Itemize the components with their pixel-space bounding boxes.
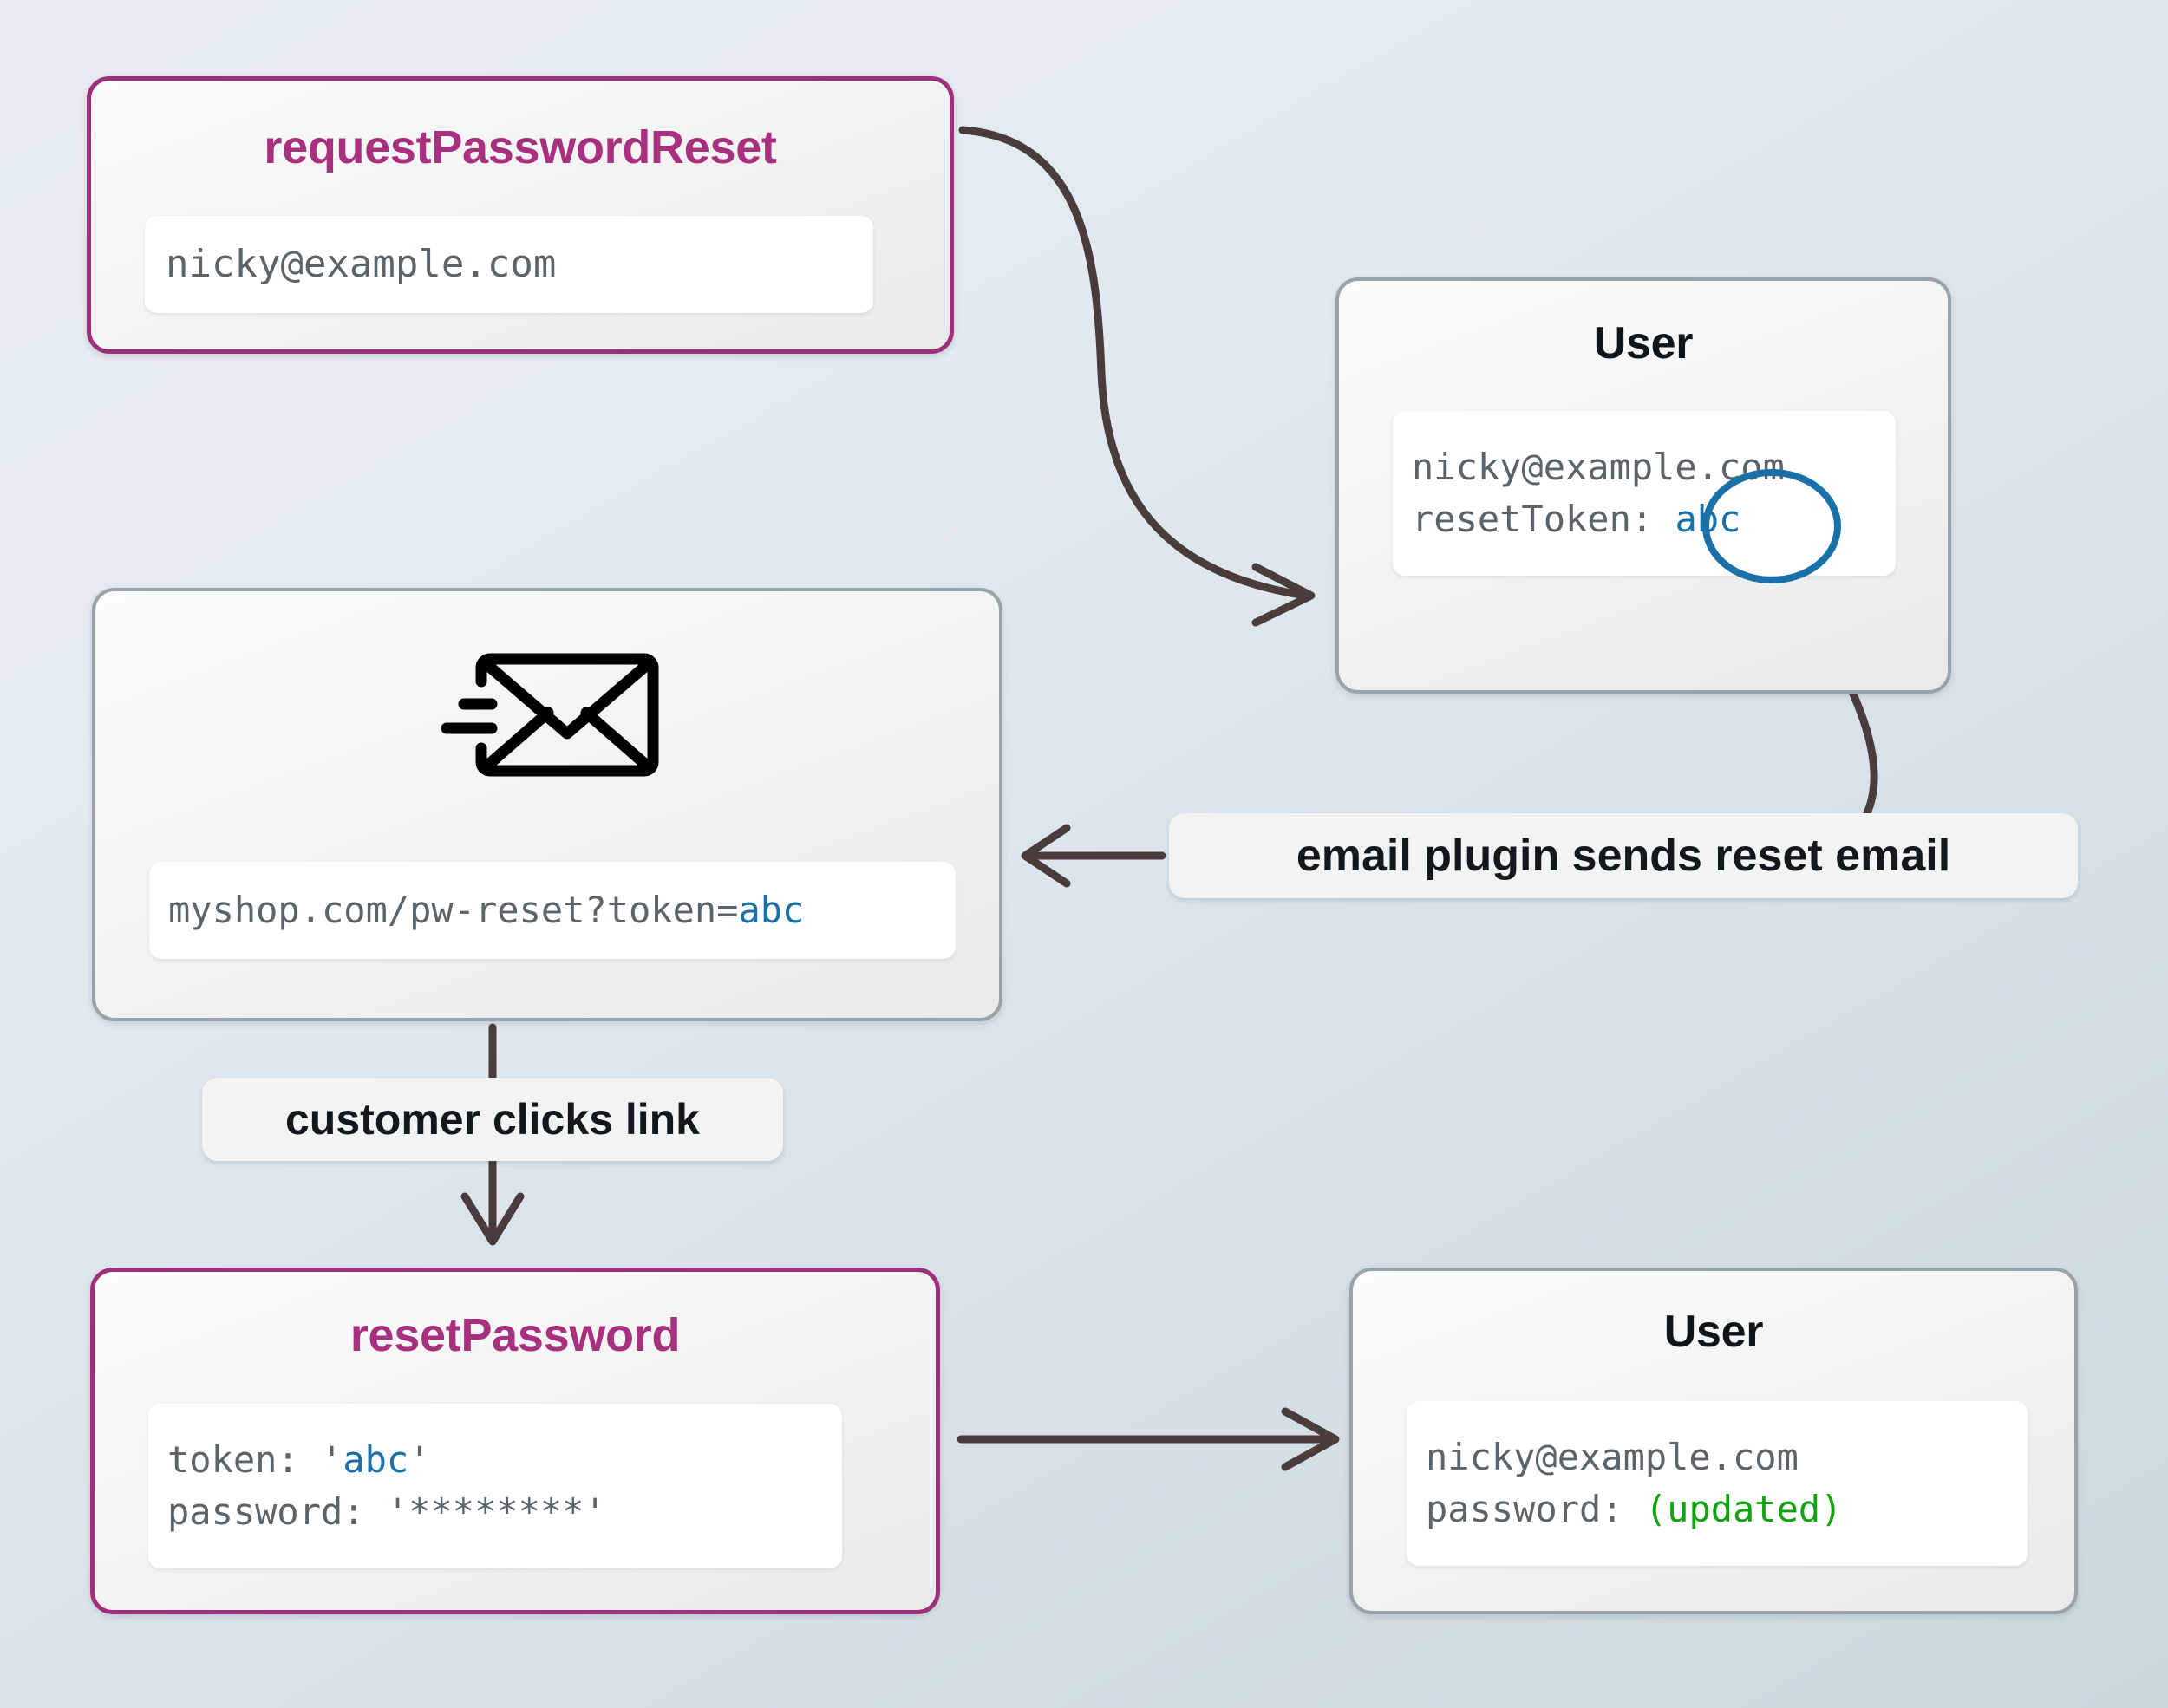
token-label: token: bbox=[167, 1438, 322, 1482]
value-line: nicky@example.com bbox=[166, 241, 557, 286]
reset-url-prefix: myshop.com/pw-reset?token= bbox=[168, 889, 739, 932]
token-value: abc bbox=[343, 1438, 409, 1482]
value-line-email: nicky@example.com bbox=[1412, 446, 1785, 489]
value-panel: nicky@example.com resetToken: abc bbox=[1393, 411, 1896, 576]
password-value: (updated) bbox=[1644, 1488, 1843, 1530]
token-value: abc bbox=[1675, 498, 1741, 540]
arrow-plugin-to-email bbox=[1021, 824, 1166, 888]
value-panel: myshop.com/pw-reset?token=abc bbox=[149, 862, 956, 959]
token-label: resetToken: bbox=[1412, 498, 1675, 540]
value-line-password: password: '********' bbox=[167, 1486, 823, 1538]
value-panel: nicky@example.com password: (updated) bbox=[1407, 1401, 2028, 1566]
node-request-password-reset[interactable]: requestPasswordReset nicky@example.com bbox=[87, 76, 954, 354]
password-value: '********' bbox=[386, 1490, 606, 1533]
arrow-request-to-user bbox=[958, 126, 1316, 627]
node-title: User bbox=[1663, 1307, 1764, 1357]
token-quote-open: ' bbox=[321, 1438, 343, 1482]
token-quote-close: ' bbox=[408, 1438, 431, 1482]
value-line-token: resetToken: abc bbox=[1412, 493, 1877, 545]
value-line-token: token: 'abc' bbox=[167, 1434, 823, 1486]
reset-url-token: abc bbox=[738, 889, 805, 932]
password-label: password: bbox=[167, 1490, 387, 1533]
node-title: User bbox=[1593, 318, 1694, 368]
value-line-password: password: (updated) bbox=[1426, 1483, 2008, 1535]
arrow-reset-to-user bbox=[957, 1407, 1340, 1471]
node-user-with-token[interactable]: User nicky@example.com resetToken: abc bbox=[1335, 277, 1951, 694]
node-title: resetPassword bbox=[349, 1309, 681, 1361]
label-customer-clicks-link[interactable]: customer clicks link bbox=[202, 1078, 783, 1161]
envelope-sending-icon bbox=[438, 643, 663, 786]
node-reset-password[interactable]: resetPassword token: 'abc' password: '**… bbox=[90, 1268, 940, 1614]
node-reset-email[interactable]: myshop.com/pw-reset?token=abc bbox=[92, 588, 1002, 1021]
password-label: password: bbox=[1426, 1488, 1645, 1530]
reset-url: myshop.com/pw-reset?token=abc bbox=[168, 884, 937, 936]
node-user-updated[interactable]: User nicky@example.com password: (update… bbox=[1349, 1268, 2078, 1614]
value-panel: token: 'abc' password: '********' bbox=[148, 1404, 842, 1568]
node-title: requestPasswordReset bbox=[264, 121, 777, 173]
label-email-plugin-sends-reset-email[interactable]: email plugin sends reset email bbox=[1169, 813, 2078, 898]
value-panel: nicky@example.com bbox=[145, 216, 873, 313]
value-line-email: nicky@example.com bbox=[1426, 1436, 1799, 1479]
